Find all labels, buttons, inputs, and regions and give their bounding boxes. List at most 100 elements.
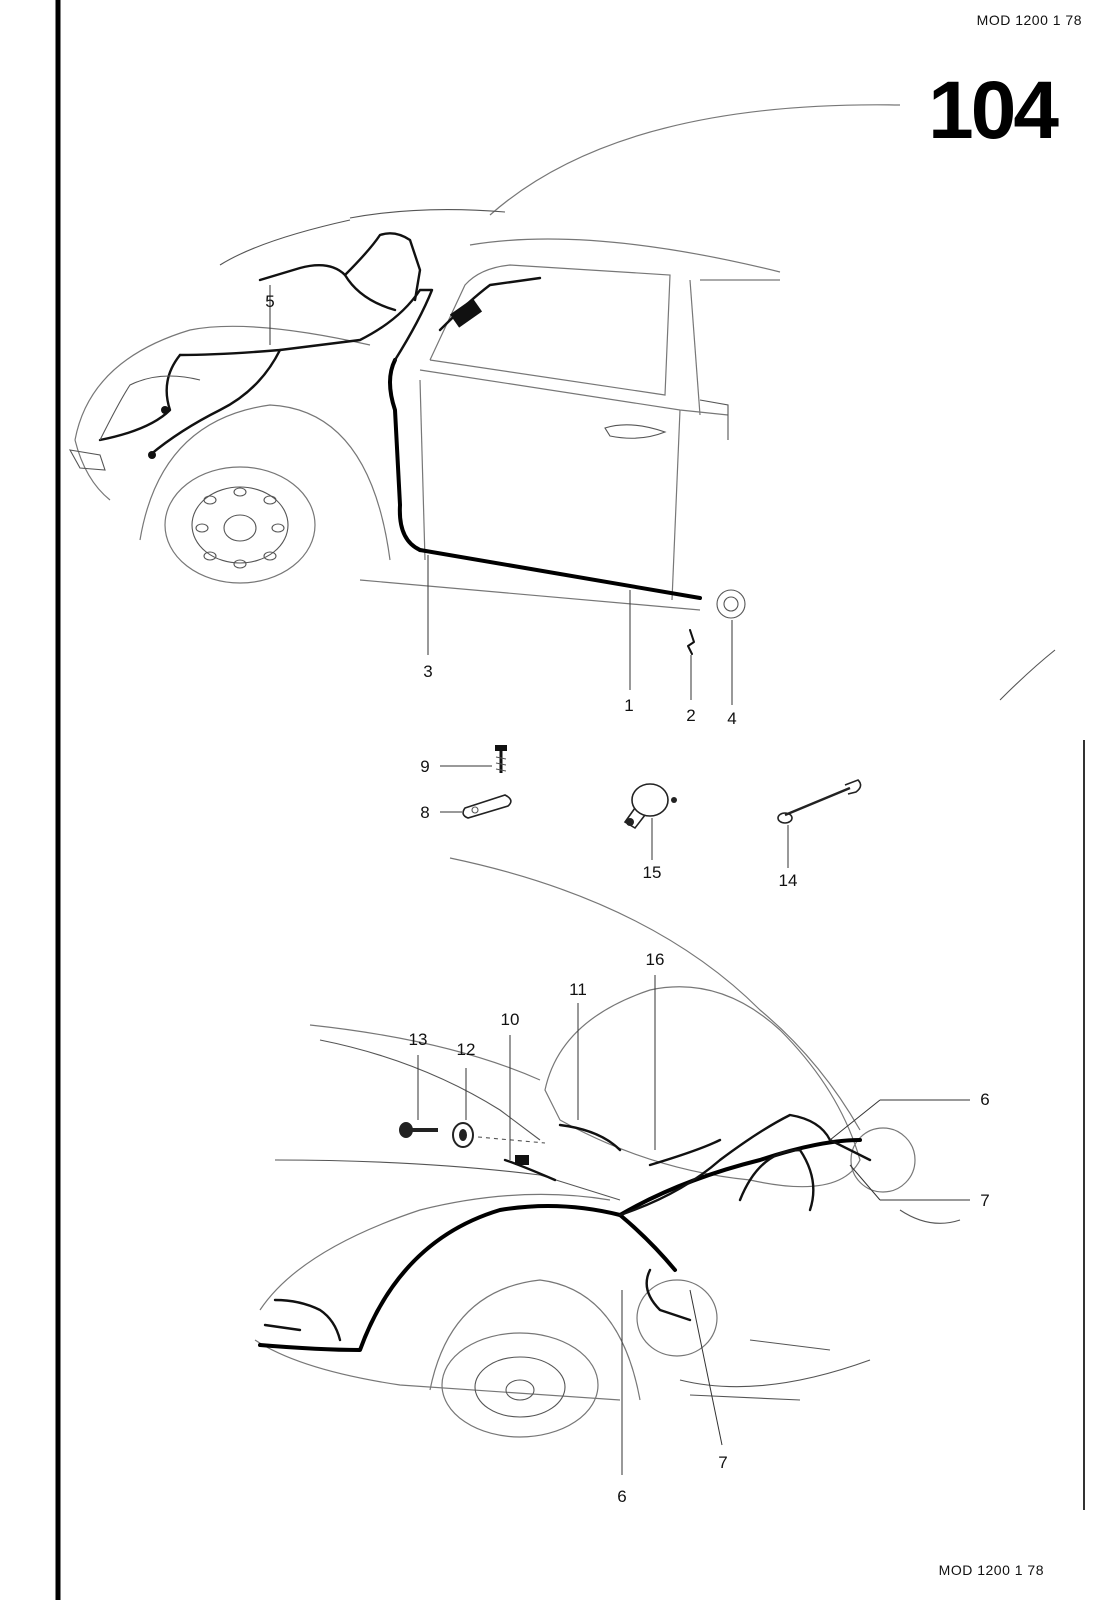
horn-grille bbox=[749, 1339, 831, 1351]
horn-branch bbox=[738, 1148, 815, 1212]
left-headlight-wire bbox=[645, 1268, 692, 1322]
front-apron-bottom bbox=[679, 1359, 871, 1388]
hood-curve bbox=[219, 219, 351, 266]
leader-7-lower bbox=[689, 1289, 723, 1446]
door-belt-line bbox=[419, 369, 729, 416]
loose-parts bbox=[440, 745, 862, 868]
model-code-bottom: MOD 1200 1 78 bbox=[938, 1562, 1044, 1578]
b-pillar bbox=[689, 279, 701, 416]
windshield-cowl bbox=[309, 1024, 541, 1081]
fuse-branch bbox=[148, 348, 282, 457]
ground-strap-14 bbox=[777, 779, 862, 824]
front-harness-main bbox=[258, 1204, 677, 1352]
callout-labels: 1 2 3 4 5 6 6 7 7 8 9 10 11 12 13 14 15 … bbox=[265, 292, 989, 1506]
cable-clip-8 bbox=[462, 794, 512, 819]
front-tire bbox=[164, 466, 316, 584]
window-frame-top bbox=[469, 238, 781, 273]
door-handle bbox=[604, 424, 667, 439]
hub-bottom bbox=[505, 1379, 535, 1401]
door-rear-edge bbox=[671, 409, 681, 601]
right-bumper-fragment bbox=[899, 1209, 961, 1224]
turn-signal-wire-2 bbox=[263, 1323, 302, 1332]
stray-mark bbox=[999, 649, 1056, 701]
bolt-13 bbox=[399, 1122, 438, 1138]
model-code-top: MOD 1200 1 78 bbox=[976, 12, 1082, 28]
install-path bbox=[477, 1136, 546, 1144]
turn-signal-wire bbox=[273, 1298, 342, 1342]
window-pillar-branch bbox=[438, 276, 542, 332]
wiper-branch bbox=[558, 1123, 622, 1152]
fender-outline bbox=[74, 325, 371, 441]
callout-2: 2 bbox=[686, 706, 695, 725]
callout-13: 13 bbox=[409, 1030, 428, 1049]
dash-harness bbox=[178, 288, 434, 362]
headlight-branch bbox=[98, 353, 182, 442]
ground-point-10 bbox=[515, 1155, 529, 1165]
wheel-arch bbox=[139, 404, 391, 561]
callout-16: 16 bbox=[646, 950, 665, 969]
fender-branch bbox=[503, 1158, 557, 1182]
fuel-sender-wire-16 bbox=[648, 1138, 722, 1167]
right-headlight-wire bbox=[828, 1138, 872, 1162]
callout-7-lower: 7 bbox=[718, 1453, 727, 1472]
callout-6-upper: 6 bbox=[980, 1090, 989, 1109]
fender-crease bbox=[274, 1159, 621, 1201]
cross-branch bbox=[618, 1113, 832, 1217]
terminal bbox=[148, 451, 156, 459]
callout-5: 5 bbox=[265, 292, 274, 311]
harness-connector bbox=[449, 298, 483, 328]
grommet-12 bbox=[452, 1122, 474, 1148]
front-harness-cross bbox=[618, 1138, 862, 1217]
callout-8: 8 bbox=[420, 803, 429, 822]
roof-line bbox=[489, 104, 901, 216]
leader-7-upper bbox=[849, 1164, 881, 1201]
callout-6-lower: 6 bbox=[617, 1487, 626, 1506]
terminal bbox=[161, 406, 169, 414]
rear-body-fragment bbox=[699, 399, 729, 440]
leader-6-upper bbox=[829, 1099, 881, 1141]
callout-11: 11 bbox=[569, 980, 587, 999]
bumper-fragment bbox=[68, 449, 106, 471]
car-front-view bbox=[254, 857, 970, 1475]
bumper-bar bbox=[689, 1394, 801, 1401]
instrument-branch bbox=[343, 232, 422, 302]
callout-12: 12 bbox=[457, 1040, 476, 1059]
door-window bbox=[429, 264, 671, 396]
luggage-compartment bbox=[544, 986, 861, 1188]
hood-sweep-line bbox=[449, 857, 861, 1131]
left-headlight bbox=[636, 1279, 718, 1357]
front-fender-top bbox=[259, 1193, 611, 1311]
clip-2 bbox=[687, 629, 695, 655]
fuse-box-outline bbox=[99, 375, 201, 441]
sill-line bbox=[359, 579, 701, 611]
rim-holes bbox=[195, 487, 285, 569]
right-headlight bbox=[850, 1127, 916, 1193]
front-apron bbox=[74, 439, 111, 501]
callout-4: 4 bbox=[727, 709, 736, 728]
main-harness-sill bbox=[418, 548, 702, 600]
callout-10: 10 bbox=[501, 1010, 520, 1029]
callout-9: 9 bbox=[420, 757, 429, 776]
rim-bottom bbox=[474, 1356, 566, 1418]
page-number: 104 bbox=[928, 65, 1059, 156]
callout-1: 1 bbox=[624, 696, 633, 715]
bulb-holder-15 bbox=[623, 783, 677, 830]
harness-a-pillar-run bbox=[388, 358, 422, 552]
upper-dash-branch bbox=[258, 264, 397, 312]
door-front-edge bbox=[419, 379, 426, 561]
hub-cap bbox=[223, 514, 257, 542]
car-side-view bbox=[68, 104, 901, 705]
grommet-4-center bbox=[723, 596, 739, 612]
front-tire-bottom bbox=[441, 1332, 599, 1438]
grommet-4 bbox=[716, 589, 746, 619]
callout-7-upper: 7 bbox=[980, 1191, 989, 1210]
hood-top-line bbox=[349, 209, 506, 219]
callout-14: 14 bbox=[779, 871, 798, 890]
wheel-rim bbox=[191, 486, 289, 564]
front-wheel-arch bbox=[429, 1279, 641, 1401]
cowl-inner bbox=[319, 1039, 541, 1141]
screw-9 bbox=[495, 745, 507, 773]
callout-3: 3 bbox=[423, 662, 432, 681]
clip-hole bbox=[471, 806, 479, 814]
